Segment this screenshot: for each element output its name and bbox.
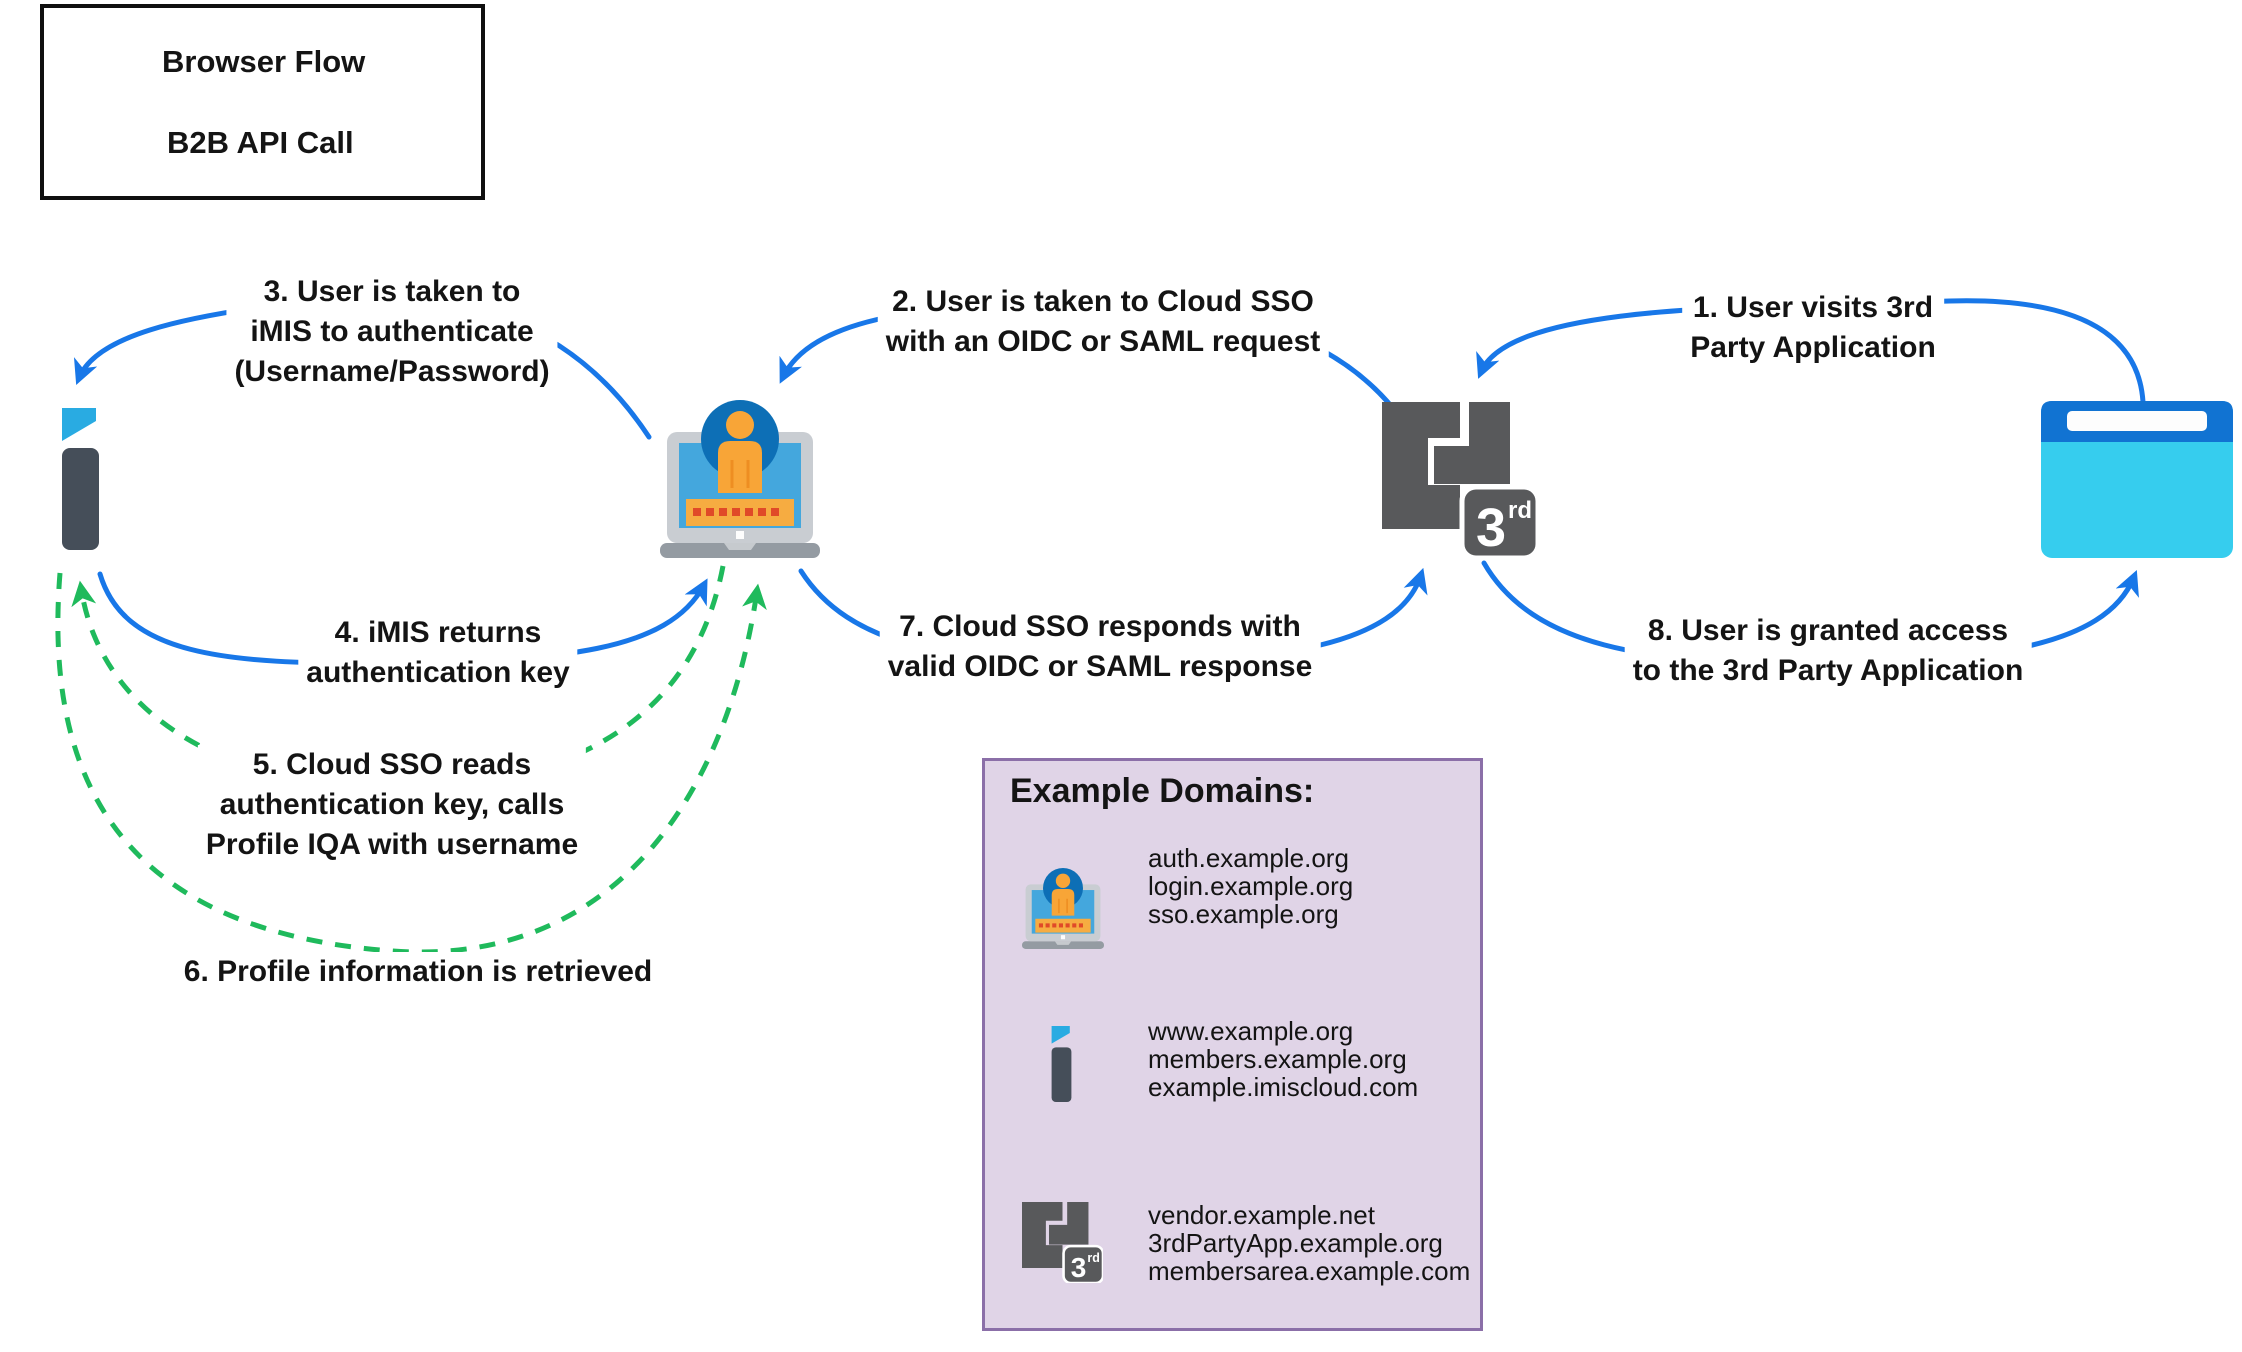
flow-label-6-line1: 6. Profile information is retrieved	[183, 955, 653, 988]
flow-label-2-line2: with an OIDC or SAML request	[885, 325, 1321, 358]
sso-domain-1: auth.example.org	[1148, 843, 1349, 873]
third-party-domain-2: 3rdPartyApp.example.org	[1148, 1228, 1443, 1258]
browser-window-icon	[2041, 401, 2233, 558]
example-domains-title: Example Domains:	[1010, 772, 1315, 810]
flow-label-7-line2: valid OIDC or SAML response	[887, 650, 1313, 683]
third-party-domain-3: membersarea.example.com	[1148, 1256, 1471, 1286]
third-party-app-icon-small	[1022, 1202, 1103, 1283]
flow-label-3-line1: 3. User is taken to	[263, 275, 521, 308]
imis-domain-list: www.example.org members.example.org exam…	[1148, 1017, 1418, 1101]
flow-label-3-line3: (Username/Password)	[234, 355, 550, 388]
flow-label-7-line1: 7. Cloud SSO responds with	[899, 610, 1301, 643]
legend-b2b-api-call-label: B2B API Call	[167, 125, 354, 160]
flow-label-8: 8. User is granted access to the 3rd Par…	[1624, 611, 2032, 691]
flow-label-5: 5. Cloud SSO reads authentication key, c…	[197, 745, 587, 865]
flow-label-1: 1. User visits 3rd Party Application	[1682, 288, 1944, 368]
third-party-domain-list: vendor.example.net 3rdPartyApp.example.o…	[1148, 1201, 1470, 1285]
flow-label-8-line2: to the 3rd Party Application	[1632, 654, 2024, 687]
flow-label-8-line1: 8. User is granted access	[1647, 614, 2009, 647]
sso-domain-2: login.example.org	[1148, 871, 1354, 901]
third-party-app-icon	[1382, 402, 1538, 558]
imis-icon-small	[1051, 1026, 1072, 1102]
flow-label-4-line2: authentication key	[306, 656, 570, 689]
imis-domain-2: members.example.org	[1148, 1044, 1407, 1074]
flow-label-4-line1: 4. iMIS returns	[334, 616, 542, 649]
third-party-domain-1: vendor.example.net	[1148, 1200, 1375, 1230]
flow-label-7: 7. Cloud SSO responds with valid OIDC or…	[879, 607, 1321, 687]
flow-label-3-line2: iMIS to authenticate	[250, 315, 534, 348]
flow-label-1-line2: Party Application	[1690, 331, 1936, 364]
flow-label-2-line1: 2. User is taken to Cloud SSO	[892, 285, 1314, 318]
legend-box	[40, 4, 485, 200]
flow-label-2: 2. User is taken to Cloud SSO with an OI…	[877, 282, 1329, 362]
flow-label-4: 4. iMIS returns authentication key	[298, 613, 578, 693]
flow-label-5-line2: authentication key, calls	[219, 788, 565, 821]
flow-label-5-line3: Profile IQA with username	[205, 828, 579, 861]
imis-domain-3: example.imiscloud.com	[1148, 1072, 1419, 1102]
cloud-sso-laptop-icon	[660, 400, 820, 558]
legend-browser-flow-label: Browser Flow	[162, 44, 366, 79]
flow-label-5-line1: 5. Cloud SSO reads	[252, 748, 532, 781]
flow-label-6: 6. Profile information is retrieved	[175, 952, 661, 992]
imis-domain-1: www.example.org	[1148, 1016, 1354, 1046]
imis-icon	[62, 408, 99, 550]
cloud-sso-laptop-icon-small	[1022, 868, 1104, 949]
sso-domain-3: sso.example.org	[1148, 899, 1339, 929]
arrow-6-imis-to-sso-api	[55, 572, 767, 955]
sso-domain-list: auth.example.org login.example.org sso.e…	[1148, 844, 1353, 928]
flow-label-3: 3. User is taken to iMIS to authenticate…	[226, 272, 558, 392]
flow-label-1-line1: 1. User visits 3rd	[1692, 291, 1934, 324]
